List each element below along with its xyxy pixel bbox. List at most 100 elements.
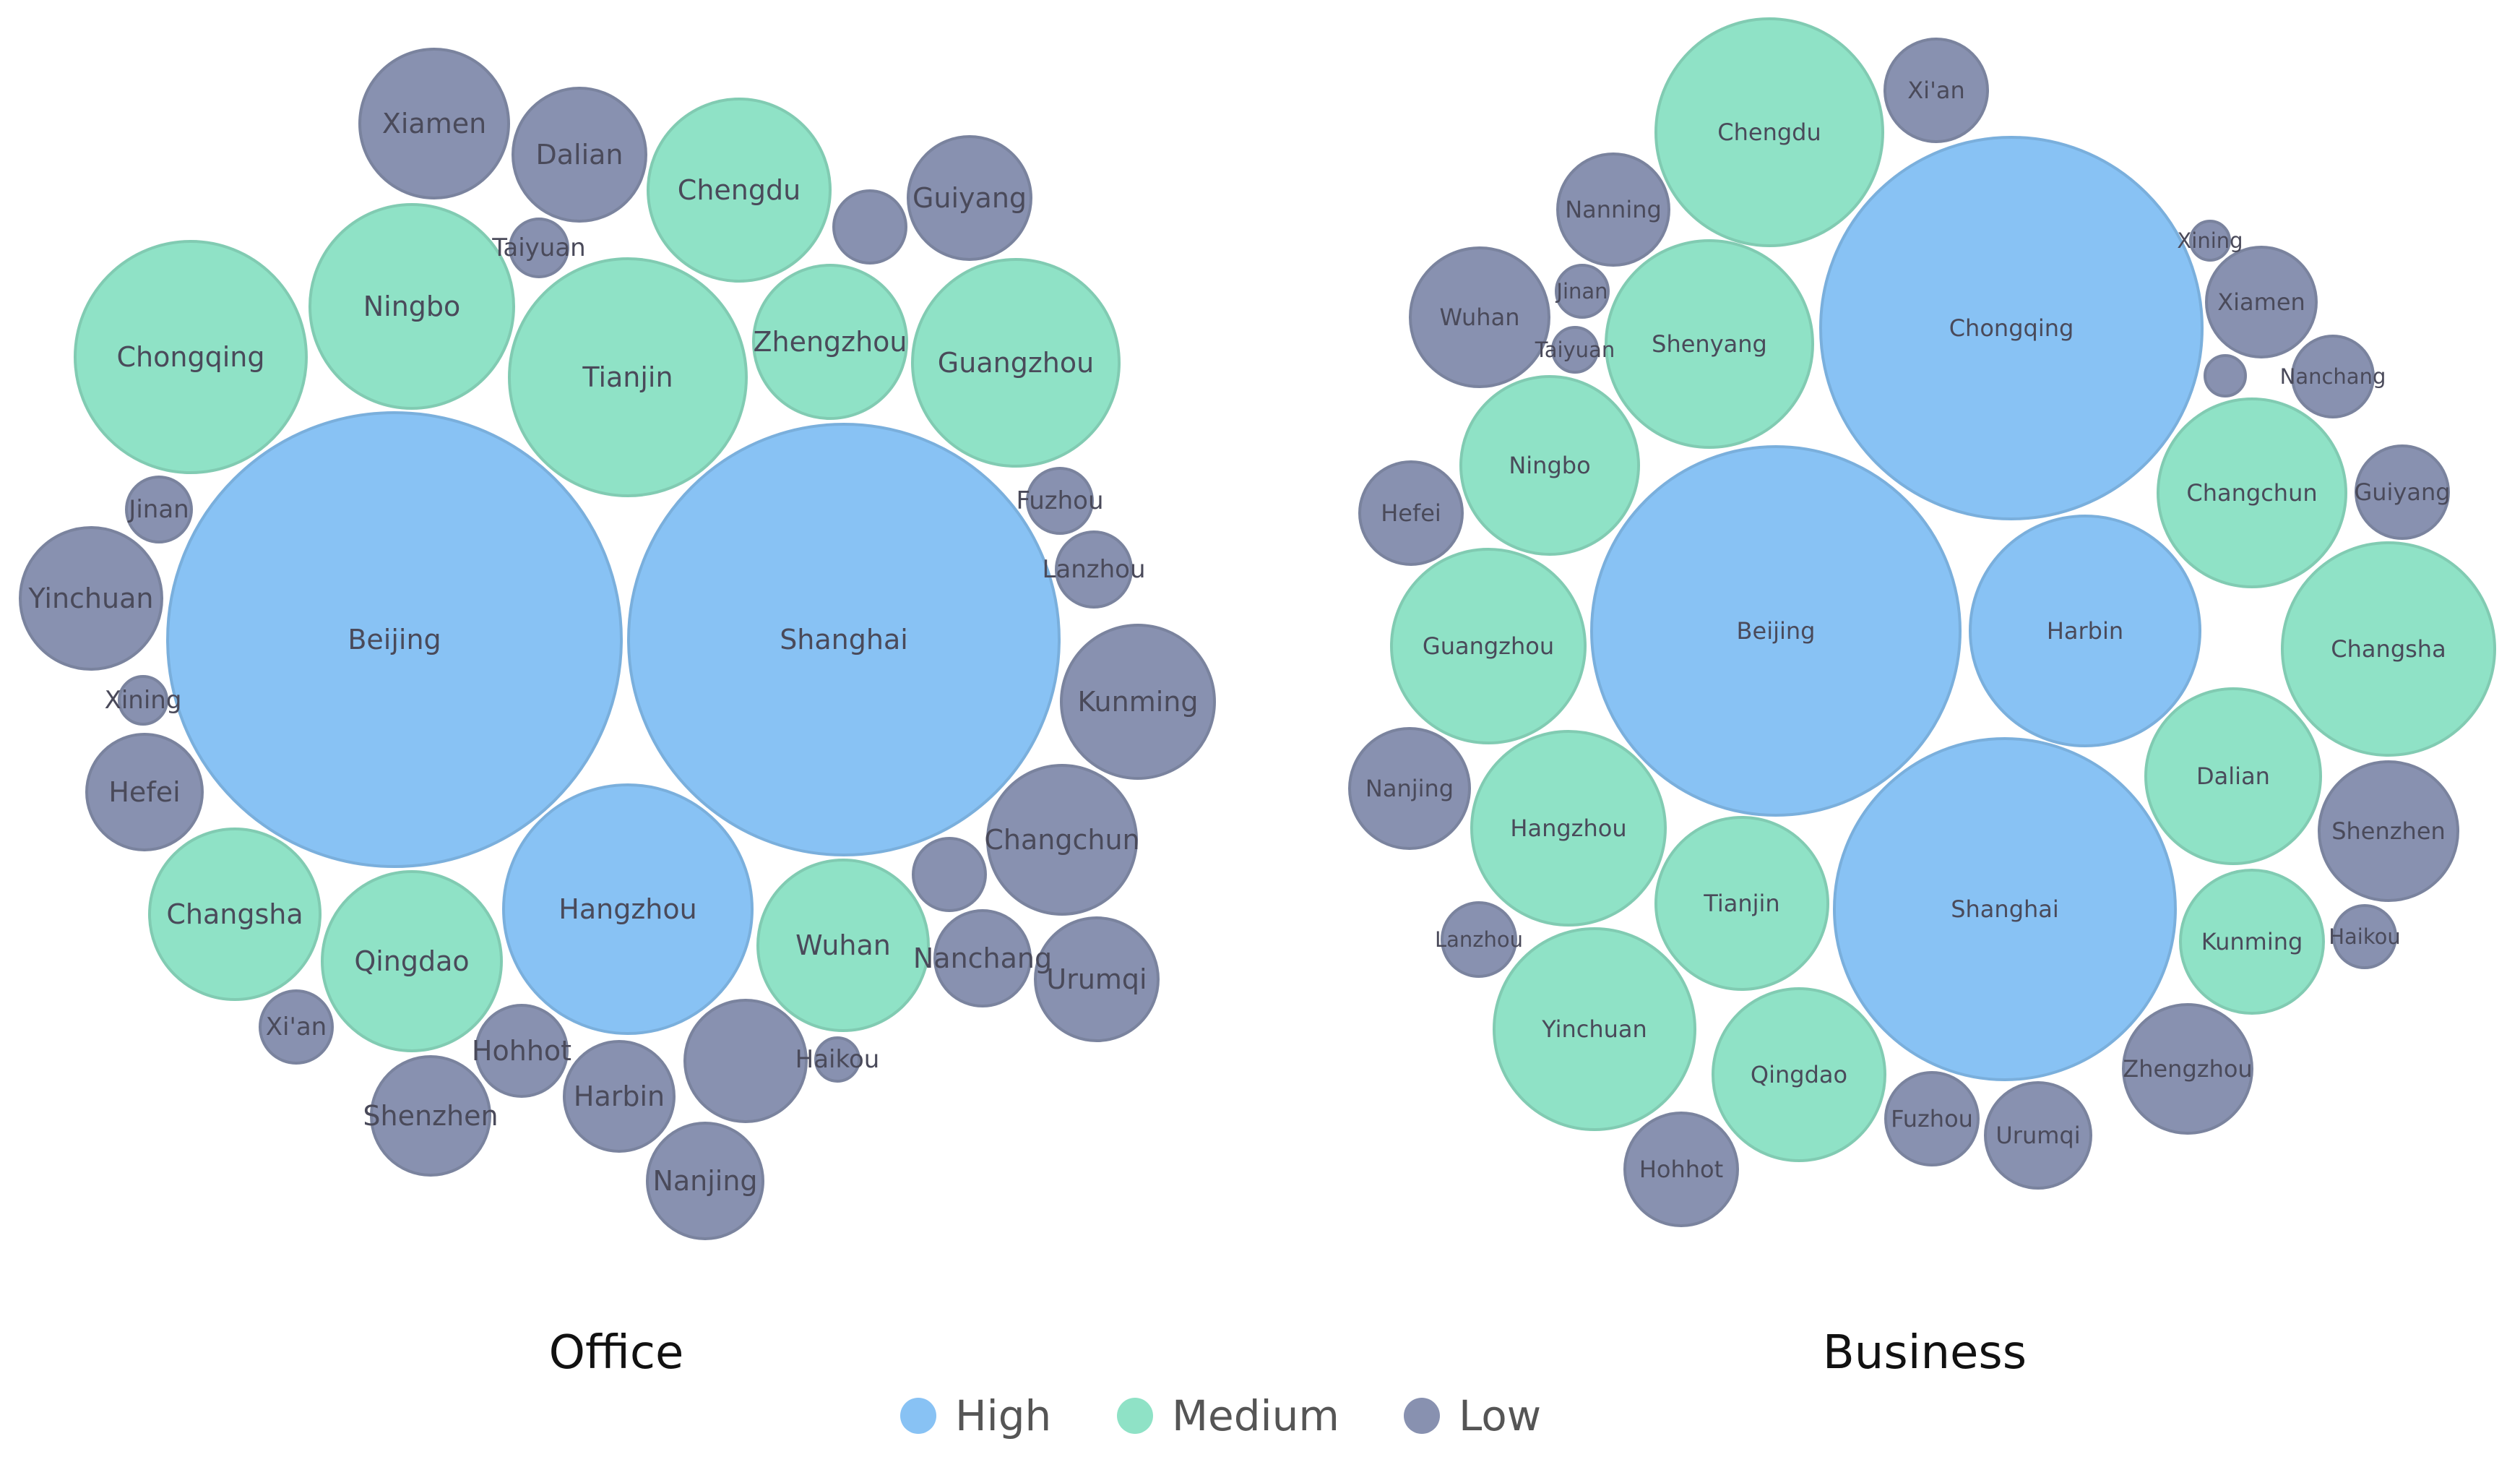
bubble-tianjin (508, 257, 748, 497)
bubble-label-hefei: Hefei (108, 776, 180, 808)
bubble-label-harbin: Harbin (574, 1080, 665, 1112)
bubble-label-hangzhou: Hangzhou (558, 893, 696, 925)
bubble-label-xiamen: Xiamen (2217, 288, 2305, 316)
bubble-label-jinan: Jinan (127, 495, 189, 524)
bubble-wuhan (1409, 246, 1550, 388)
bubble-tianjin (1654, 816, 1829, 991)
bubble-yinchuan (19, 526, 163, 671)
bubble-label-tianjin: Tianjin (1703, 890, 1779, 917)
bubble-xi-an (259, 989, 334, 1065)
bubble-ningbo (308, 203, 515, 410)
bubble-lanzhou (1055, 530, 1133, 609)
bubble-fuzhou (1026, 467, 1094, 535)
bubble-xi-an (1883, 38, 1989, 143)
bubble-label-zhengzhou: Zhengzhou (753, 326, 907, 358)
bubble-label-guiyang: Guiyang (2354, 478, 2450, 506)
bubble-label-changsha: Changsha (166, 898, 303, 930)
bubble-label-nanning: Nanning (1565, 196, 1662, 223)
chart-legend: High Medium Low (900, 1391, 1541, 1440)
bubble-qingdao (1712, 987, 1886, 1162)
bubble-jinan (125, 476, 193, 543)
bubble-label-ningbo: Ningbo (1509, 452, 1590, 479)
bubble-label-qingdao: Qingdao (354, 945, 469, 977)
bubble-shanghai (1833, 737, 2177, 1081)
bubble-label-qingdao: Qingdao (1751, 1061, 1847, 1088)
bubble-label-chongqing: Chongqing (1949, 314, 2074, 342)
bubble-label-fuzhou: Fuzhou (1891, 1105, 1973, 1132)
bubble-haikou (2332, 904, 2397, 969)
bubble-label-kunming: Kunming (2201, 928, 2303, 955)
bubble-xiamen (2205, 246, 2318, 358)
bubble-changchun (2157, 397, 2347, 588)
bubble-changchun (986, 764, 1138, 916)
bubble-dalian (512, 87, 647, 223)
bubble-unlabeled-23 (683, 999, 808, 1123)
bubble-label-beijing: Beijing (1737, 617, 1816, 645)
bubble-label-shenyang: Shenyang (1652, 330, 1767, 358)
legend-medium-marker (1117, 1398, 1153, 1434)
bubble-label-guiyang: Guiyang (912, 182, 1027, 214)
bubble-kunming (2179, 869, 2325, 1015)
bubble-hangzhou (502, 783, 754, 1035)
legend-high-label: High (955, 1391, 1051, 1440)
legend-high-marker (900, 1398, 936, 1434)
bubble-shenyang (1605, 239, 1814, 449)
bubble-taiyuan (1551, 326, 1599, 374)
bubble-label-changsha: Changsha (2331, 635, 2446, 663)
bubble-label-kunming: Kunming (1078, 686, 1199, 718)
bubble-unlabeled-28 (832, 189, 907, 265)
bubble-taiyuan (509, 218, 569, 278)
bubble-label-hohhot: Hohhot (1639, 1156, 1723, 1183)
bubble-hangzhou (1470, 730, 1667, 927)
bubble-beijing (1590, 445, 1962, 817)
bubble-label-changchun: Changchun (2186, 479, 2317, 507)
bubble-urumqi (1984, 1081, 2092, 1190)
bubble-label-xining: Xining (2177, 228, 2243, 253)
bubble-label-jinan: Jinan (1555, 279, 1608, 304)
bubble-zhengzhou (752, 264, 908, 420)
bubble-label-ningbo: Ningbo (363, 291, 461, 322)
business-bubble-panel: ChongqingBeijingShanghaiHarbinChengduCha… (1348, 17, 2496, 1227)
bubble-fuzhou (1884, 1071, 1980, 1166)
bubble-label-lanzhou: Lanzhou (1042, 555, 1145, 584)
bubble-jinan (1555, 264, 1610, 319)
bubble-changsha (2281, 541, 2496, 757)
bubble-nanning (1556, 152, 1670, 267)
bubble-chongqing (1819, 136, 2204, 520)
bubble-shenzhen (370, 1055, 491, 1177)
bubble-nanchang (2291, 335, 2375, 418)
bubble-nanjing (1348, 727, 1471, 850)
bubble-label-nanchang: Nanchang (2280, 364, 2386, 389)
bubble-xining (118, 675, 168, 726)
bubble-label-guangzhou: Guangzhou (938, 347, 1094, 379)
legend-medium-label: Medium (1172, 1391, 1339, 1440)
panel-title-business: Business (1823, 1326, 2027, 1380)
bubble-label-shanghai: Shanghai (1951, 895, 2059, 923)
bubble-label-wuhan: Wuhan (1440, 304, 1520, 331)
bubble-wuhan (756, 859, 930, 1032)
bubble-label-chengdu: Chengdu (678, 174, 801, 206)
bubble-dalian (2144, 687, 2322, 865)
panel-title-office: Office (549, 1326, 684, 1380)
bubble-xiamen (358, 48, 510, 199)
bubble-label-haikou: Haikou (795, 1045, 880, 1074)
bubble-chengdu (647, 98, 832, 283)
bubble-label-dalian: Dalian (535, 139, 623, 171)
bubble-urumqi (1034, 916, 1160, 1042)
bubble-label-urumqi: Urumqi (1995, 1122, 2080, 1149)
bubble-label-chongqing: Chongqing (117, 341, 265, 373)
bubble-xining (2189, 220, 2231, 262)
bubble-qingdao (321, 870, 503, 1052)
bubble-unlabeled-33 (2204, 354, 2247, 397)
bubble-label-yinchuan: Yinchuan (1541, 1015, 1647, 1043)
bubble-ningbo (1459, 375, 1640, 556)
bubble-label-zhengzhou: Zhengzhou (2123, 1055, 2252, 1083)
bubble-changsha (148, 828, 322, 1001)
bubble-label-nanjing: Nanjing (652, 1165, 757, 1197)
bubble-label-harbin: Harbin (2047, 617, 2123, 645)
bubble-label-xiamen: Xiamen (382, 108, 486, 139)
bubble-label-shenzhen: Shenzhen (2331, 817, 2446, 845)
bubble-hefei (1358, 460, 1464, 566)
